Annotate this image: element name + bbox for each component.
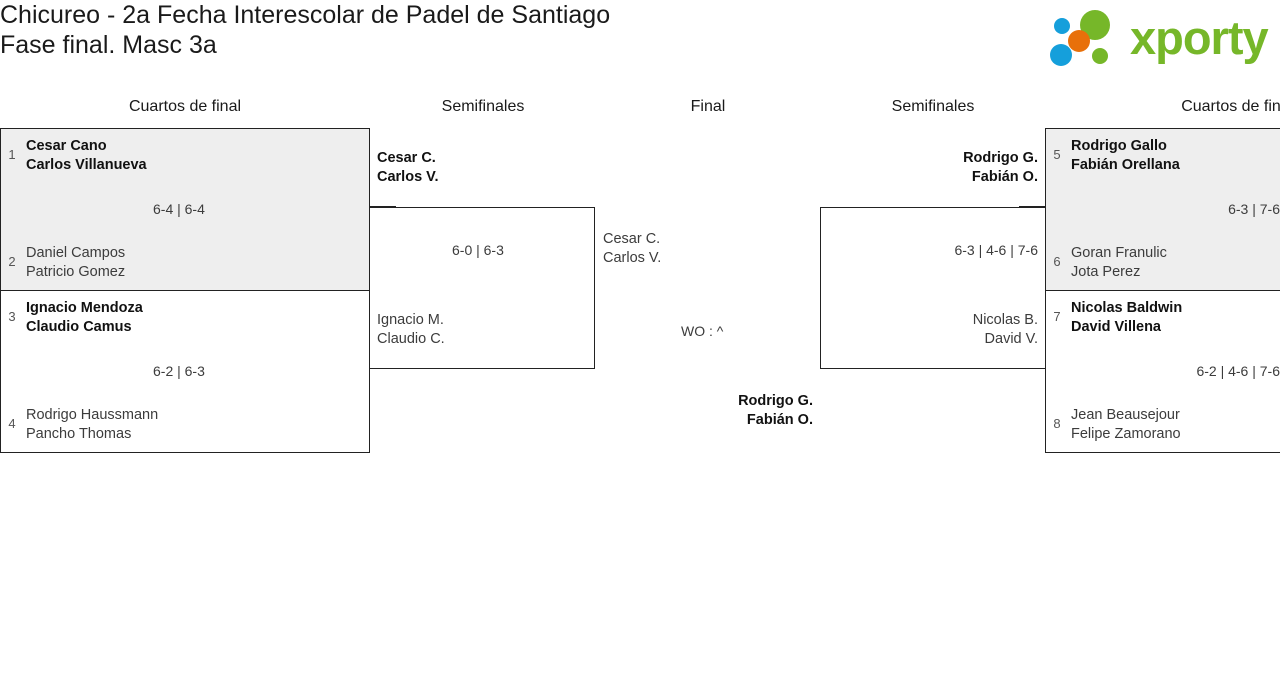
logo-dot-green-small — [1092, 48, 1108, 64]
page-title: Chicureo - 2a Fecha Interescolar de Pade… — [0, 1, 611, 59]
logo-dot-blue-large — [1050, 44, 1072, 66]
column-header-quarters-right: Cuartos de fin — [1181, 98, 1280, 115]
team-name: Rodrigo G. Fabián O. — [738, 393, 813, 428]
team-name: Nicolas B. David V. — [972, 312, 1038, 347]
column-header-final: Final — [690, 98, 726, 115]
match-score: 6-3 | 4-6 | 7-6 — [954, 242, 1038, 258]
column-header-semis-right: Semifinales — [891, 98, 975, 115]
team-name: Goran Franulic Jota Perez — [1071, 245, 1167, 280]
team-name: Rodrigo G. Fabián O. — [963, 150, 1038, 185]
connector-line — [1019, 206, 1045, 207]
match-score: 6-3 | 7-6 — [1228, 201, 1280, 217]
logo-wordmark: xporty — [1130, 11, 1269, 64]
seed-number: 8 — [1053, 416, 1061, 431]
team-name: Rodrigo Haussmann Pancho Thomas — [26, 407, 159, 442]
xporty-logo[interactable]: xporty — [1038, 6, 1274, 68]
match-box-qf1[interactable] — [0, 128, 370, 291]
match-score: 6-2 | 6-3 — [153, 363, 205, 379]
team-name: Jean Beausejour Felipe Zamorano — [1071, 407, 1181, 442]
match-score: 6-2 | 4-6 | 7-6 — [1196, 363, 1280, 379]
team-name: Daniel Campos Patricio Gomez — [26, 245, 126, 280]
team-name: Rodrigo Gallo Fabián Orellana — [1071, 138, 1180, 173]
seed-number: 7 — [1053, 309, 1061, 324]
team-name: Ignacio M. Claudio C. — [377, 312, 445, 347]
connector-line — [370, 206, 396, 207]
column-header-semis-left: Semifinales — [441, 98, 525, 115]
seed-number: 3 — [8, 309, 16, 324]
match-score: 6-4 | 6-4 — [153, 201, 205, 217]
match-box-sf-left[interactable] — [369, 207, 595, 369]
seed-number: 2 — [8, 254, 16, 269]
team-name: Cesar C. Carlos V. — [603, 231, 662, 266]
team-name: Cesar C. Carlos V. — [377, 150, 439, 185]
team-name: Ignacio Mendoza Claudio Camus — [26, 300, 143, 335]
match-score: WO : ^ — [681, 323, 724, 339]
match-box-qf2[interactable] — [0, 290, 370, 453]
logo-dot-orange — [1068, 30, 1090, 52]
connector-line — [1019, 368, 1045, 369]
connector-line — [370, 368, 396, 369]
team-name: Cesar Cano Carlos Villanueva — [26, 138, 147, 173]
team-name: Nicolas Baldwin David Villena — [1071, 300, 1183, 335]
match-score: 6-0 | 6-3 — [452, 242, 504, 258]
seed-number: 4 — [8, 416, 16, 431]
match-box-qf3[interactable] — [1045, 128, 1280, 291]
column-header-quarters-left: Cuartos de final — [128, 98, 242, 115]
match-box-sf-right[interactable] — [820, 207, 1046, 369]
seed-number: 6 — [1053, 254, 1061, 269]
seed-number: 1 — [8, 147, 16, 162]
logo-dot-blue-small — [1054, 18, 1070, 34]
seed-number: 5 — [1053, 147, 1061, 162]
match-box-qf4[interactable] — [1045, 290, 1280, 453]
logo-dots — [1050, 10, 1128, 68]
